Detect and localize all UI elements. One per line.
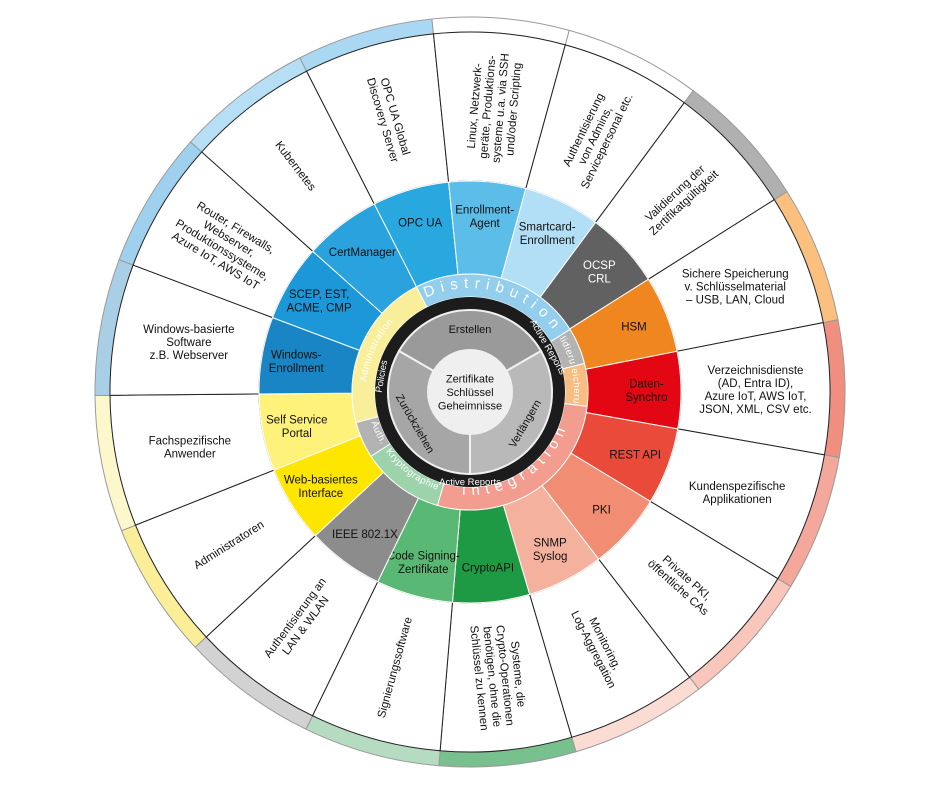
segment-label-line: HSM <box>621 322 647 334</box>
segment-label-line: SNMP <box>534 538 568 550</box>
segment-label: PKI <box>592 505 611 517</box>
segment-label-line: Code Signing- <box>387 550 460 562</box>
segment-label-line: Synchro <box>625 392 667 404</box>
segment-label-line: Agent <box>470 218 501 230</box>
center-label-line: Schlüssel <box>446 387 493 399</box>
outer-description-line: Applikationen <box>703 494 772 506</box>
outer-description-line: z.B. Webserver <box>150 350 229 362</box>
lifecycle-label: Erstellen <box>449 324 492 336</box>
segment-label: REST API <box>609 449 661 461</box>
outer-description-line: JSON, XML, CSV etc. <box>699 404 811 416</box>
segment-label: Daten-Synchro <box>625 379 667 405</box>
outer-description-line: Anwender <box>164 449 216 461</box>
segment-label: CryptoAPI <box>462 563 514 575</box>
segment-label-line: Enrollment <box>520 235 576 247</box>
segment-label-line: PKI <box>592 505 611 517</box>
segment-label-line: Enrollment <box>269 363 325 375</box>
segment-label-line: SCEP, EST, <box>289 289 350 301</box>
segment-label: OPC UA <box>398 218 442 230</box>
segment-label: SCEP, EST,ACME, CMP <box>286 289 352 315</box>
outer-description-line: Kundenspezifische <box>689 481 786 493</box>
segment-label: Enrollment- Agent <box>455 204 514 230</box>
outer-description-line: Fachspezifische <box>149 436 231 448</box>
outer-description: Linux, Netzwerk-geräte, Produktions-syst… <box>465 51 525 165</box>
segment-label-line: ACME, CMP <box>286 302 352 314</box>
segment-label: IEEE 802.1X <box>332 529 398 541</box>
center-label-line: Geheimnisse <box>438 400 502 412</box>
segment-label-line: Enrollment- <box>455 204 514 216</box>
outer-description-line: Azure IoT, AWS IoT, <box>705 391 807 403</box>
segment-label-line: CryptoAPI <box>462 563 514 575</box>
outer-description-line: v. Schlüsselmaterial <box>685 281 786 293</box>
outer-description-line: (AD, Entra ID), <box>718 378 793 390</box>
center-disc <box>428 350 512 434</box>
segment-label: HSM <box>621 322 647 334</box>
outer-description-line: Sichere Speicherung <box>682 268 789 280</box>
segment-label: OCSP CRL <box>583 260 616 286</box>
segment-label-line: Self Service <box>266 414 327 426</box>
segment-label-line: Web-basiertes <box>284 475 358 487</box>
outer-description-line: – USB, LAN, Cloud <box>686 294 784 306</box>
segment-label-line: Syslog <box>533 551 568 563</box>
segment-label-line: CRL <box>588 274 612 286</box>
segment-label: Windows- Enrollment <box>269 349 325 375</box>
dark-ring-label: Active Reports <box>439 477 501 488</box>
segment-label: Smartcard-Enrollment <box>519 222 576 248</box>
segment-label: Code Signing- Zertifikate <box>387 550 460 576</box>
segment-label-line: OCSP <box>583 260 616 272</box>
segment-label-line: Windows- <box>271 349 322 361</box>
segment-label-line: Portal <box>282 428 312 440</box>
segment-label-line: Daten- <box>629 379 664 391</box>
outer-description: Verzeichnisdienste(AD, Entra ID),Azure I… <box>699 365 811 416</box>
center-label-line: Zertifikate <box>446 373 494 385</box>
segment-label-line: CertManager <box>329 247 396 259</box>
segment-label-line: REST API <box>609 449 661 461</box>
segment-label-line: Interface <box>298 488 343 500</box>
outer-description-line: Windows-basierte <box>143 324 234 336</box>
segment-label-line: OPC UA <box>398 218 442 230</box>
outer-description-line: Software <box>166 337 211 349</box>
segment-label-line: IEEE 802.1X <box>332 529 398 541</box>
segment-label-line: Zertifikate <box>398 564 449 576</box>
segment-label: CertManager <box>329 247 396 259</box>
segment-label-line: Smartcard- <box>519 222 576 234</box>
outer-description-line: Verzeichnisdienste <box>708 365 804 377</box>
